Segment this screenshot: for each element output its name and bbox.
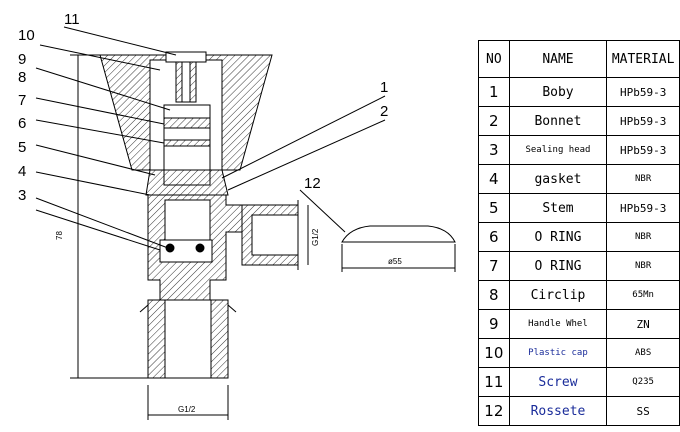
- rosette: [341, 225, 456, 243]
- cell-name: Plastic cap: [508, 338, 608, 368]
- valve-cross-section-drawing: 11 10 9 8 7 6 5 4 3 1 2 12 78 G1/2 G1/2 …: [18, 11, 456, 420]
- cell-material: Q235: [606, 367, 680, 397]
- dimension-height: 78: [55, 231, 64, 240]
- cell-name: Handle Whel: [508, 309, 608, 339]
- cell-name: Screw: [508, 367, 608, 397]
- callout-2: 2: [380, 103, 388, 120]
- callout-1: 1: [380, 79, 388, 96]
- cell-material: HPb59-3: [606, 193, 680, 223]
- callout-8: 8: [18, 69, 26, 86]
- cell-no: 5: [478, 193, 510, 223]
- header-no: NO: [478, 40, 510, 78]
- header-material: MATERIAL: [606, 40, 680, 78]
- dimension-outlet-thread: G1/2: [311, 228, 320, 246]
- cell-material: NBR: [606, 251, 680, 281]
- cell-material: ZN: [606, 309, 680, 339]
- cell-name: Circlip: [508, 280, 608, 310]
- dimension-rosette-diameter: ø55: [388, 257, 402, 266]
- cell-material: HPb59-3: [606, 77, 680, 107]
- cell-no: 10: [478, 338, 510, 368]
- cell-no: 6: [478, 222, 510, 252]
- cell-no: 9: [478, 309, 510, 339]
- cell-no: 1: [478, 77, 510, 107]
- header-name: NAME: [508, 40, 608, 78]
- cell-material: HPb59-3: [606, 106, 680, 136]
- callout-9: 9: [18, 51, 26, 68]
- cell-name: Sealing head: [508, 135, 608, 165]
- cell-material: NBR: [606, 222, 680, 252]
- cell-name: Stem: [508, 193, 608, 223]
- callout-11: 11: [64, 11, 80, 28]
- callout-4: 4: [18, 163, 26, 180]
- cell-no: 4: [478, 164, 510, 194]
- cell-name: O RING: [508, 251, 608, 281]
- cell-no: 3: [478, 135, 510, 165]
- cell-no: 2: [478, 106, 510, 136]
- cell-no: 8: [478, 280, 510, 310]
- cell-material: SS: [606, 396, 680, 426]
- cell-material: 65Mn: [606, 280, 680, 310]
- cell-name: O RING: [508, 222, 608, 252]
- cell-no: 7: [478, 251, 510, 281]
- cell-no: 11: [478, 367, 510, 397]
- cell-material: NBR: [606, 164, 680, 194]
- dimension-inlet-thread: G1/2: [178, 405, 196, 414]
- cell-material: ABS: [606, 338, 680, 368]
- cell-name: Boby: [508, 77, 608, 107]
- callout-10: 10: [18, 27, 35, 44]
- callout-3: 3: [18, 187, 26, 204]
- cell-no: 12: [478, 396, 510, 426]
- callout-7: 7: [18, 92, 26, 109]
- table-header-row: NO NAME MATERIAL: [478, 40, 680, 78]
- callout-12: 12: [304, 175, 321, 192]
- cell-name: Rossete: [508, 396, 608, 426]
- cell-material: HPb59-3: [606, 135, 680, 165]
- bonnet: [145, 169, 229, 196]
- callout-6: 6: [18, 115, 26, 132]
- callout-5: 5: [18, 139, 26, 156]
- cell-name: gasket: [508, 164, 608, 194]
- cell-name: Bonnet: [508, 106, 608, 136]
